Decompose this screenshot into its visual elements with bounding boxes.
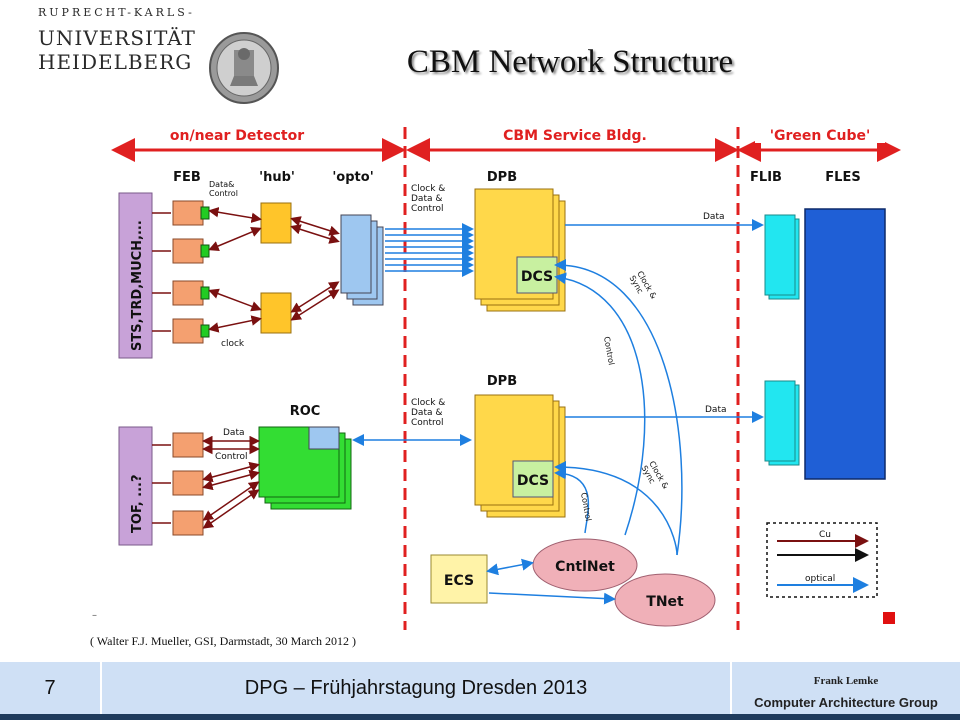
column-feb: FEB (173, 170, 201, 185)
label-clock-data-control-bottom: Clock &Data &Control (411, 398, 445, 428)
zone-service-label: CBM Service Bldg. (503, 128, 647, 144)
zone-arrows: on/near Detector CBM Service Bldg. 'Gree… (111, 125, 901, 162)
control-sync-links (554, 259, 683, 556)
red-marker (883, 612, 895, 624)
zone-detector-label: on/near Detector (170, 128, 304, 144)
label-data-bottom: Data (705, 405, 727, 415)
column-fles: FLES (825, 170, 860, 185)
university-line3: HEIDELBERG (38, 50, 193, 74)
flib-top (764, 214, 800, 300)
legend-optical-label: optical (805, 574, 835, 584)
feb-group-top (152, 200, 210, 344)
ecs-label: ECS (444, 573, 474, 589)
label-control-top: Control (602, 336, 616, 366)
footer-separator (100, 662, 102, 714)
feb-box (172, 318, 204, 344)
detector-bar-top (118, 192, 153, 359)
author-name: Frank Lemke (813, 675, 879, 687)
detector-bottom-label: TOF, ...? (130, 474, 145, 533)
label-clock: clock (221, 339, 245, 349)
label-clock-sync-bottom: Clock &Sync (639, 460, 670, 495)
detector-top-label: STS,TRD,MUCH,... (130, 220, 145, 351)
footer-bar (0, 662, 960, 714)
university-line2: UNIVERSITÄT (38, 26, 196, 50)
feb-box (172, 432, 204, 458)
citation: ( Walter F.J. Mueller, GSI, Darmstadt, 3… (90, 634, 356, 648)
citation-dash: – (92, 610, 97, 621)
feb-box (172, 470, 204, 496)
ecs-node (430, 554, 488, 604)
roc-stack (258, 426, 352, 510)
conference-title: DPG – Frühjahrstagung Dresden 2013 (244, 677, 588, 699)
slide-number: 7 (44, 677, 56, 699)
label-roc-data: Data (223, 428, 245, 438)
legend: Cu optical (766, 522, 878, 598)
hub-box-bottom (260, 292, 292, 334)
dpb-stack-bottom: DCS (474, 394, 566, 518)
footer-separator (730, 662, 732, 714)
label-control-bottom: Control (579, 492, 593, 522)
hub-box-top (260, 202, 292, 244)
feb-box (172, 200, 204, 226)
network-diagram: on/near Detector CBM Service Bldg. 'Gree… (111, 125, 901, 630)
group-name: Computer Architecture Group (754, 695, 938, 710)
column-dpb-bottom: DPB (487, 374, 517, 389)
detector-bar-bottom (118, 426, 153, 546)
tnet-label: TNet (646, 594, 684, 610)
column-dpb-top: DPB (487, 170, 517, 185)
cntlnet-label: CntlNet (555, 559, 615, 575)
label-data-control: Data&Control (209, 180, 238, 198)
column-opto: 'opto' (332, 170, 373, 185)
fles-block (804, 208, 886, 480)
legend-cu-label: Cu (819, 530, 831, 540)
label-clock-data-control-top: Clock &Data &Control (411, 184, 445, 214)
column-roc: ROC (290, 404, 321, 419)
university-line1: RUPRECHT-KARLS- (38, 6, 195, 19)
zone-green-cube-label: 'Green Cube' (770, 128, 871, 144)
label-roc-control: Control (215, 452, 248, 462)
feb-group-bottom (152, 432, 260, 536)
label-clock-sync-top: Clock &Sync (627, 270, 658, 305)
feb-box (172, 510, 204, 536)
opto-dpb-links (385, 223, 474, 277)
dpb-stack-top: DCS (474, 188, 566, 312)
dcs-bottom-label: DCS (517, 473, 549, 489)
dcs-top-label: DCS (521, 269, 553, 285)
opto-stack (340, 214, 384, 306)
flib-bottom (764, 380, 800, 466)
slide-title: CBM Network Structure (406, 44, 734, 80)
label-data-top: Data (703, 212, 725, 222)
footer-bottom-stripe (0, 714, 960, 720)
university-seal-icon (209, 32, 279, 104)
feb-box (172, 238, 204, 264)
column-hub: 'hub' (259, 170, 295, 185)
column-flib: FLIB (750, 170, 782, 185)
feb-box (172, 280, 204, 306)
